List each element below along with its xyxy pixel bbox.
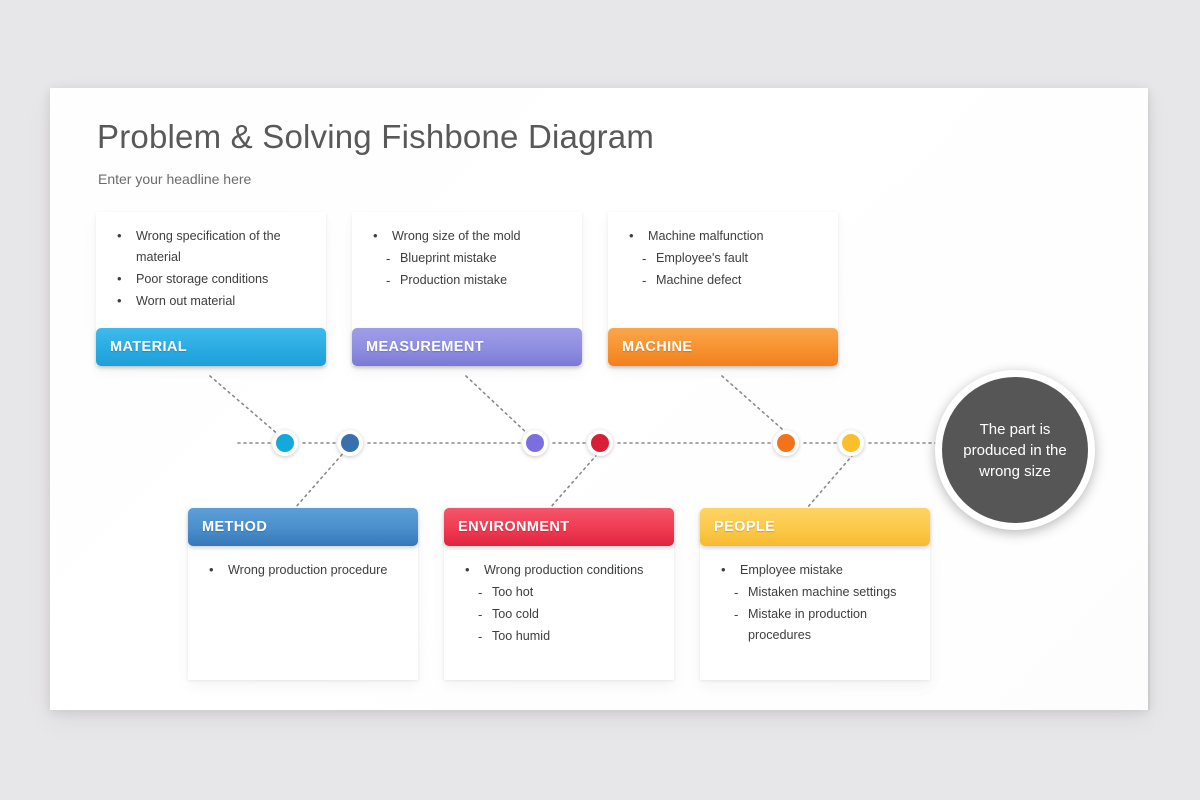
category-bar-method[interactable]: METHOD: [188, 508, 418, 546]
card-measurement-body: Wrong size of the mold Blueprint mistake…: [352, 212, 582, 328]
card-machine[interactable]: Machine malfunction Employee's fault Mac…: [608, 212, 838, 366]
card-people-list: Employee mistake Mistaken machine settin…: [710, 559, 920, 646]
category-label-material: MATERIAL: [110, 339, 188, 355]
list-item: Poor storage conditions: [106, 268, 316, 290]
list-item: Machine malfunction: [618, 225, 828, 247]
list-item: Employee mistake: [710, 559, 920, 581]
category-bar-environment[interactable]: ENVIRONMENT: [444, 508, 674, 546]
list-item: Worn out material: [106, 290, 316, 312]
category-label-people: PEOPLE: [714, 519, 776, 535]
category-bar-measurement[interactable]: MEASUREMENT: [352, 328, 582, 366]
page-subtitle: Enter your headline here: [98, 171, 252, 187]
card-method-body: Wrong production procedure: [188, 546, 418, 680]
category-bar-machine[interactable]: MACHINE: [608, 328, 838, 366]
problem-statement-circle[interactable]: The part is produced in the wrong size: [935, 370, 1095, 530]
list-item: Wrong size of the mold: [362, 225, 572, 247]
category-label-measurement: MEASUREMENT: [366, 339, 484, 355]
spine-dot-environment[interactable]: [587, 430, 613, 456]
category-label-machine: MACHINE: [622, 339, 693, 355]
list-item: Wrong production procedure: [198, 559, 408, 581]
card-method-list: Wrong production procedure: [198, 559, 408, 581]
list-item: Production mistake: [362, 270, 572, 291]
card-environment[interactable]: ENVIRONMENT Wrong production conditions …: [444, 508, 674, 680]
card-method[interactable]: METHOD Wrong production procedure: [188, 508, 418, 680]
list-item: Mistaken machine settings: [710, 582, 920, 603]
category-label-environment: ENVIRONMENT: [458, 519, 570, 535]
card-measurement-list: Wrong size of the mold Blueprint mistake…: [362, 225, 572, 291]
card-machine-list: Machine malfunction Employee's fault Mac…: [618, 225, 828, 291]
list-item: Employee's fault: [618, 248, 828, 269]
card-environment-body: Wrong production conditions Too hot Too …: [444, 546, 674, 680]
card-machine-body: Machine malfunction Employee's fault Mac…: [608, 212, 838, 328]
list-item: Too humid: [454, 626, 664, 647]
list-item: Too hot: [454, 582, 664, 603]
card-material-list: Wrong specification of the material Poor…: [106, 225, 316, 312]
card-material-body: Wrong specification of the material Poor…: [96, 212, 326, 328]
card-people[interactable]: PEOPLE Employee mistake Mistaken machine…: [700, 508, 930, 680]
problem-statement-text: The part is produced in the wrong size: [963, 420, 1067, 480]
category-bar-material[interactable]: MATERIAL: [96, 328, 326, 366]
card-people-body: Employee mistake Mistaken machine settin…: [700, 546, 930, 680]
slide-surface: Problem & Solving Fishbone Diagram Enter…: [50, 88, 1150, 710]
spine-dot-method[interactable]: [337, 430, 363, 456]
list-item: Too cold: [454, 604, 664, 625]
category-bar-people[interactable]: PEOPLE: [700, 508, 930, 546]
spine-dot-material[interactable]: [272, 430, 298, 456]
list-item: Mistake in production procedures: [710, 604, 920, 646]
list-item: Wrong production conditions: [454, 559, 664, 581]
list-item: Blueprint mistake: [362, 248, 572, 269]
list-item: Wrong specification of the material: [106, 225, 316, 268]
card-measurement[interactable]: Wrong size of the mold Blueprint mistake…: [352, 212, 582, 366]
spine-dot-machine[interactable]: [773, 430, 799, 456]
spine-dot-people[interactable]: [838, 430, 864, 456]
card-material[interactable]: Wrong specification of the material Poor…: [96, 212, 326, 366]
card-environment-list: Wrong production conditions Too hot Too …: [454, 559, 664, 647]
spine-dot-measurement[interactable]: [522, 430, 548, 456]
list-item: Machine defect: [618, 270, 828, 291]
category-label-method: METHOD: [202, 519, 268, 535]
page-title: Problem & Solving Fishbone Diagram: [97, 118, 655, 155]
